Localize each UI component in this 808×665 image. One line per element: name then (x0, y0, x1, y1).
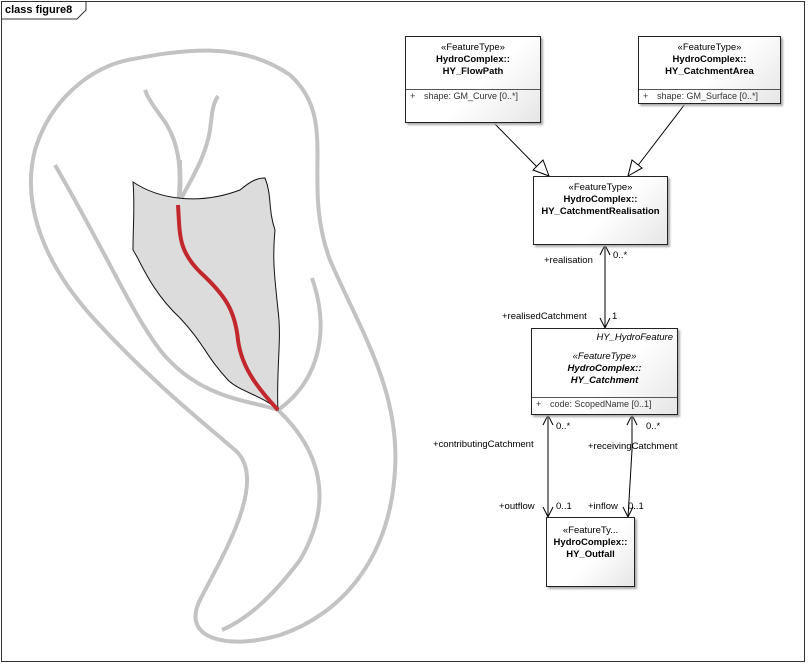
visibility-marker: + (410, 91, 416, 101)
role-contributing-catchment: +contributingCatchment (433, 439, 534, 450)
attribute-text: code: ScopedName [0..1] (550, 399, 652, 409)
class-hy-catchmentarea[interactable]: «FeatureType» HydroComplex:: HY_Catchmen… (638, 36, 781, 104)
class-namespace: HydroComplex:: (563, 194, 638, 205)
stream-upper-right (176, 94, 220, 206)
class-namespace: HydroComplex:: (672, 54, 747, 65)
role-outflow: +outflow (499, 501, 535, 512)
role-inflow: +inflow (588, 501, 618, 512)
class-hy-flowpath[interactable]: «FeatureType» HydroComplex:: HY_FlowPath… (405, 36, 541, 123)
multiplicity-realisation: 0..* (613, 250, 628, 261)
class-name: HY_FlowPath (442, 66, 504, 77)
attribute-text: shape: GM_Curve [0..*] (424, 91, 519, 101)
class-namespace: HydroComplex:: (553, 537, 628, 548)
multiplicity-outflow: 0..1 (556, 501, 572, 512)
multiplicity-realised-catchment: 1 (612, 311, 618, 322)
class-namespace: HydroComplex:: (567, 363, 642, 374)
attribute-row: + shape: GM_Surface [0..*] (639, 89, 780, 102)
generalization-arrow-catchmentarea (627, 159, 643, 178)
flow-path (176, 204, 280, 412)
stereotype-label: «FeatureType» (441, 42, 505, 53)
attribute-text: shape: GM_Surface [0..*] (657, 91, 759, 101)
visibility-marker: + (643, 91, 649, 101)
frame-title-tab (1, 1, 87, 20)
association-receiving-line (627, 415, 633, 518)
main-stream-lower (221, 408, 322, 632)
class-hy-catchmentrealisation[interactable]: «FeatureType» HydroComplex:: HY_Catchmen… (533, 176, 668, 245)
multiplicity-contributing: 0..* (556, 421, 571, 432)
generalization-line-flowpath (492, 121, 541, 171)
class-name: HY_CatchmentArea (665, 66, 754, 77)
outer-catchment-boundary (28, 48, 398, 644)
stream-right (276, 277, 323, 412)
parent-class-label: HY_HydroFeature (596, 332, 673, 343)
stereotype-label: «FeatureType» (572, 351, 637, 362)
class-hy-outfall[interactable]: «FeatureTy... HydroComplex:: HY_Outfall (546, 517, 635, 587)
stereotype-label: «FeatureType» (568, 182, 633, 193)
sub-catchment-area (132, 177, 280, 412)
visibility-marker: + (536, 399, 542, 409)
class-name: HY_CatchmentRealisation (541, 206, 660, 217)
class-namespace: HydroComplex:: (436, 54, 510, 65)
class-name: HY_Outfall (566, 549, 615, 560)
class-name: HY_Catchment (570, 375, 639, 386)
association-realisation-arrow-top (599, 243, 611, 256)
attribute-row: + code: ScopedName [0..1] (532, 397, 677, 410)
stream-upper-joint (176, 159, 183, 201)
stereotype-label: «FeatureType» (677, 42, 742, 53)
generalization-arrow-flowpath (532, 159, 550, 177)
class-hy-catchment[interactable]: HY_HydroFeature «FeatureType» HydroCompl… (531, 328, 678, 415)
attribute-row: + shape: GM_Curve [0..*] (406, 89, 540, 102)
association-contributing-arrow-top (542, 413, 554, 426)
frame-title: class figure8 (5, 4, 73, 16)
multiplicity-inflow: 0..1 (628, 501, 644, 512)
role-realisation: +realisation (544, 255, 593, 266)
multiplicity-receiving: 0..* (646, 421, 661, 432)
role-realised-catchment: +realisedCatchment (502, 311, 587, 322)
stereotype-label: «FeatureTy... (562, 525, 619, 536)
association-receiving-arrow-top (626, 413, 638, 426)
generalization-line-catchmentarea (635, 103, 686, 169)
stream-left-lower (53, 163, 279, 412)
role-receiving-catchment: +receivingCatchment (588, 441, 678, 452)
